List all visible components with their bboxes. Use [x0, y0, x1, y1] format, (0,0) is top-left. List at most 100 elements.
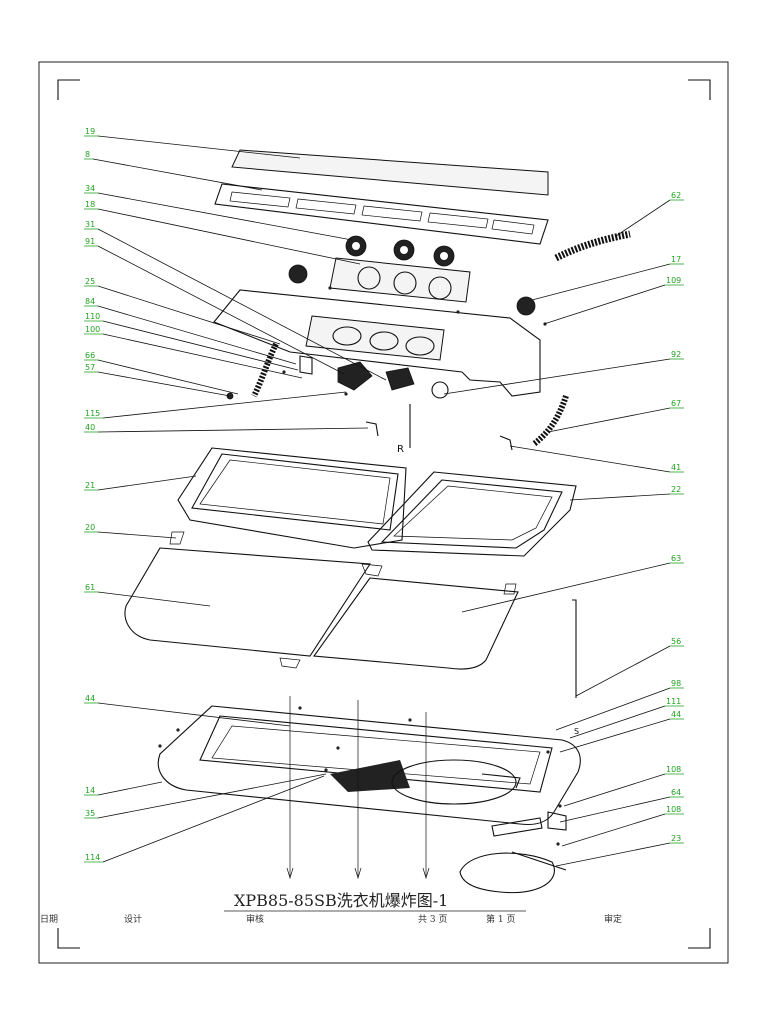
callout-number: 18 — [85, 200, 95, 209]
callout-17: 17 — [531, 255, 684, 301]
callout-leader — [97, 531, 177, 539]
callout-leader — [102, 333, 303, 379]
callout-34: 34 — [84, 184, 353, 241]
callout-number: 62 — [671, 191, 681, 200]
callout-leader — [97, 591, 211, 607]
callout-leader — [97, 475, 197, 491]
callout-108: 108 — [563, 765, 684, 807]
callout-number: 108 — [666, 765, 681, 774]
part-control-housing — [213, 289, 541, 397]
part-wash-lid — [177, 447, 407, 549]
part-decor-plate — [329, 257, 471, 303]
callout-91: 91 — [84, 237, 345, 375]
part-filter-mesh — [330, 760, 410, 792]
callout-leader — [97, 192, 353, 241]
callout-leader — [547, 407, 671, 433]
callout-leader — [559, 718, 671, 753]
callout-leader — [509, 445, 671, 473]
callout-leader — [97, 371, 231, 397]
callout-number: 98 — [671, 679, 681, 688]
callout-18: 18 — [84, 200, 361, 265]
callout-98: 98 — [555, 679, 684, 731]
callout-100: 100 — [84, 325, 303, 379]
part-drain-hose-top — [554, 230, 631, 262]
part-selector — [431, 381, 449, 399]
callout-leader — [461, 562, 671, 613]
callout-8: 8 — [84, 150, 263, 191]
part-switch — [385, 367, 415, 391]
corner-mark-bl — [57, 928, 80, 949]
part-wash-glass — [124, 547, 371, 657]
callout-63: 63 — [461, 554, 684, 613]
callout-number: 20 — [85, 523, 95, 532]
callout-leader — [575, 645, 671, 697]
part-drain-elbow — [547, 811, 567, 831]
callout-31: 31 — [84, 220, 387, 381]
footer-review-label: 审核 — [246, 913, 264, 925]
callout-20: 20 — [84, 523, 177, 539]
callout-number: 19 — [85, 127, 95, 136]
corner-mark-tl — [57, 79, 80, 100]
footer-design-label: 设计 — [124, 913, 142, 925]
callout-leader — [443, 358, 671, 395]
corner-mark-br — [688, 928, 711, 949]
callout-number: 56 — [671, 637, 681, 646]
footer-date-label: 日期 — [40, 914, 58, 925]
callout-number: 41 — [671, 463, 681, 472]
callout-leader — [97, 228, 387, 381]
callout-leader — [102, 775, 325, 863]
footer-approve-label: 审定 — [604, 913, 622, 925]
callout-leader — [543, 284, 666, 325]
callout-leader — [97, 359, 239, 395]
callout-leader — [92, 158, 263, 191]
callout-64: 64 — [559, 788, 684, 823]
callout-114: 114 — [84, 775, 325, 863]
part-tub-base — [157, 705, 581, 826]
callout-44: 44 — [84, 694, 291, 727]
callout-leader — [102, 391, 347, 419]
part-spin-glass — [312, 577, 519, 670]
callout-leader — [569, 493, 671, 501]
callout-40: 40 — [84, 423, 369, 433]
callout-number: 35 — [85, 809, 95, 818]
callout-leader — [97, 773, 327, 819]
part-knobs — [345, 235, 455, 267]
callout-35: 35 — [84, 773, 327, 819]
callout-number: 92 — [671, 350, 681, 359]
callout-23: 23 — [555, 834, 684, 867]
callout-number: 67 — [671, 399, 681, 408]
callout-number: 17 — [671, 255, 681, 264]
part-panel-frame — [214, 183, 549, 245]
callout-62: 62 — [615, 191, 684, 237]
marker-r: R — [397, 444, 404, 455]
callout-number: 25 — [85, 277, 95, 286]
callout-leader — [563, 773, 666, 807]
callout-number: 84 — [85, 297, 95, 306]
part-top-cover — [231, 149, 549, 196]
callout-leader — [97, 781, 163, 796]
callout-92: 92 — [443, 350, 684, 395]
callout-21: 21 — [84, 475, 197, 491]
callout-number: 63 — [671, 554, 681, 563]
callout-leader — [561, 813, 666, 847]
callout-number: 21 — [85, 481, 95, 490]
callout-number: 23 — [671, 834, 681, 843]
part-screws — [158, 286, 562, 846]
part-side-knob-left — [288, 264, 308, 284]
callout-57: 57 — [84, 363, 231, 397]
callout-61: 61 — [84, 583, 211, 607]
callout-number: 110 — [85, 312, 100, 321]
callout-leader — [97, 305, 297, 365]
callout-leader — [531, 263, 671, 301]
callout-44: 44 — [559, 710, 684, 753]
callout-leader — [97, 285, 281, 345]
callout-number: 57 — [85, 363, 95, 372]
footer-pages-total: 共 3 页 — [418, 914, 447, 925]
callout-leader — [97, 135, 301, 159]
callout-leader — [102, 320, 299, 371]
callout-number: 14 — [85, 786, 95, 795]
callout-number: 22 — [671, 485, 681, 494]
callout-110: 110 — [84, 312, 299, 371]
callout-leader — [97, 702, 291, 727]
